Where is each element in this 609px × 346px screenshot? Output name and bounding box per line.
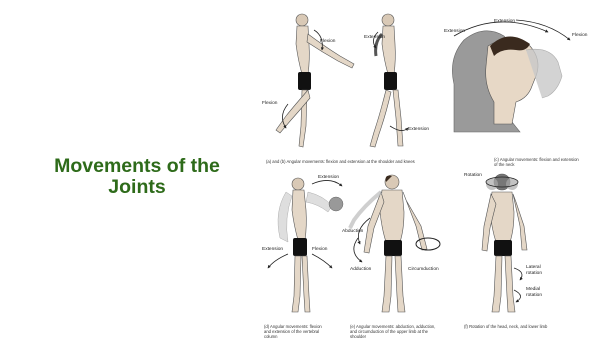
caption-panel-f: (f) Rotation of the head, neck, and lowe… xyxy=(464,324,548,329)
panel-a-b-illustration: Flexion Flexion Extension Extension (a) … xyxy=(262,14,429,164)
panel-e-illustration: Abduction Adduction Circumduction (e) An… xyxy=(342,175,440,339)
caption-panel-c-line-2: of the neck xyxy=(494,162,515,167)
label-extension-neck-top: Extension xyxy=(494,18,515,24)
label-extension-knee: Extension xyxy=(408,126,429,132)
label-flexion-trunk: Flexion xyxy=(312,246,328,252)
label-flexion-shoulder: Flexion xyxy=(320,38,336,44)
label-extension-head: Extension xyxy=(318,174,339,180)
label-adduction: Adduction xyxy=(350,266,372,272)
caption-panel-d-line-3: column xyxy=(264,334,278,339)
label-medial-rotation: rotation xyxy=(526,292,542,298)
label-medial: Medial xyxy=(526,286,540,292)
figure-shoulder-knee-flexion xyxy=(276,14,354,147)
slide-title: Movements of the Joints xyxy=(18,156,256,198)
label-lateral-rotation: rotation xyxy=(526,270,542,276)
label-lateral: Lateral xyxy=(526,264,541,270)
label-circumduction: Circumduction xyxy=(408,266,439,272)
label-extension-shoulder: Extension xyxy=(364,34,385,40)
label-rotation: Rotation xyxy=(464,172,482,178)
label-flexion-knee: Flexion xyxy=(262,100,278,106)
panel-c-illustration: Extension Flexion Extension (c) Angular … xyxy=(444,18,588,167)
figure-shoulder-knee-extension xyxy=(370,14,408,147)
panel-f-illustration: Rotation Lateral rotation Medial rotatio… xyxy=(464,172,548,329)
caption-panel-e-line-3: shoulder xyxy=(350,334,367,339)
label-extension-trunk: Extension xyxy=(262,246,283,252)
caption-panel-a-b: (a) and (b) Angular movements: flexion a… xyxy=(266,159,415,164)
label-extension-neck: Extension xyxy=(444,28,465,34)
joint-movements-figure: Flexion Flexion Extension Extension (a) … xyxy=(258,6,600,340)
slide-title-line-1: Movements of the xyxy=(18,156,256,177)
slide-title-line-2: Joints xyxy=(18,177,256,198)
label-flexion-neck: Flexion xyxy=(572,32,588,38)
label-abduction: Abduction xyxy=(342,228,364,234)
panel-d-illustration: Extension Extension Flexion (d) Angular … xyxy=(262,174,343,339)
